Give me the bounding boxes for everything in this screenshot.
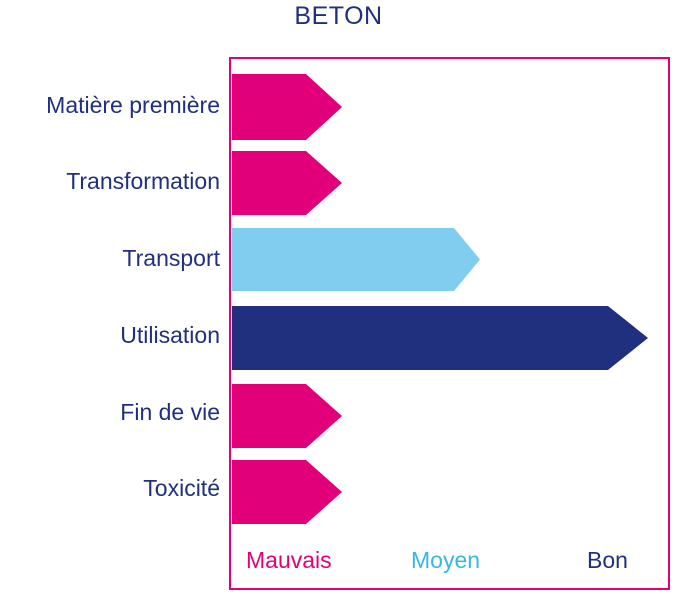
arrow-shape (232, 384, 342, 448)
category-label: Matière première (46, 92, 220, 118)
arrow-shape (232, 306, 648, 370)
legend-item-mauvais: Mauvais (246, 547, 332, 573)
arrow-shape (232, 460, 342, 524)
category-label: Transformation (66, 168, 220, 194)
arrow-shape (232, 74, 342, 140)
arrow-icon (232, 151, 342, 215)
bar-mauvais (232, 460, 342, 524)
category-label: Transport (122, 245, 220, 271)
arrow-icon (232, 460, 342, 524)
category-label: Toxicité (143, 475, 220, 501)
arrow-shape (232, 151, 342, 215)
bar-bon (232, 306, 648, 370)
arrow-icon (232, 384, 342, 448)
bar-mauvais (232, 151, 342, 215)
arrow-icon (232, 306, 648, 370)
category-label: Utilisation (120, 322, 220, 348)
chart-title: BETON (294, 2, 383, 30)
legend-item-moyen: Moyen (411, 547, 481, 573)
arrow-shape (232, 228, 480, 291)
bar-mauvais (232, 384, 342, 448)
bar-moyen (232, 228, 480, 291)
legend-item-bon: Bon (587, 547, 628, 573)
bar-mauvais (232, 74, 342, 140)
category-label: Fin de vie (120, 399, 220, 425)
arrow-icon (232, 228, 480, 291)
arrow-icon (232, 74, 342, 140)
